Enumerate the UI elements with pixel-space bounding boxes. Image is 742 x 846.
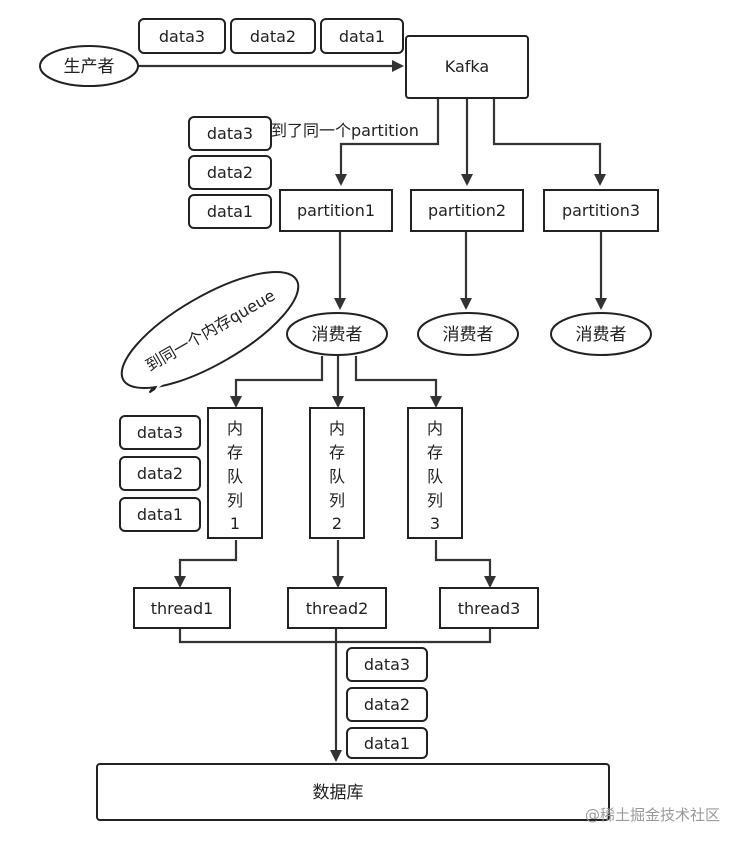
- producer-label: 生产者: [64, 57, 115, 77]
- consumer-label: 消费者: [312, 325, 363, 345]
- thread-label: thread3: [458, 599, 521, 618]
- producer-node: 生产者: [39, 45, 139, 87]
- queue-message-box: [119, 456, 201, 491]
- db-message-label: data3: [364, 655, 410, 674]
- queue-char: 列: [329, 491, 345, 510]
- partition-message-label: data2: [207, 163, 253, 182]
- queue-message-label: data2: [137, 464, 183, 483]
- kafka-node: Kafka: [405, 35, 529, 99]
- db-message-label: data2: [364, 695, 410, 714]
- queue-char: 存: [427, 443, 443, 462]
- kafka-to-partition3-arrow: [492, 98, 606, 186]
- note-bubble: 到同一个内存queue: [120, 270, 300, 393]
- thread-label: thread2: [306, 599, 369, 618]
- queue-char: 队: [427, 467, 443, 486]
- partition-message-queue: data3 data2 data1: [188, 116, 272, 229]
- queue-char: 3: [430, 514, 440, 533]
- thread-node: thread1: [133, 587, 231, 629]
- top-message-label: data2: [250, 27, 296, 46]
- partition-note: 到了同一个partition: [271, 121, 419, 140]
- database-node: 数据库: [96, 763, 610, 821]
- db-message-label: data1: [364, 734, 410, 753]
- partition-node: partition3: [543, 189, 659, 232]
- partition-label: partition3: [562, 201, 640, 220]
- top-message-box: [138, 18, 226, 54]
- partition-message-box: [188, 194, 272, 229]
- thread-node: thread2: [287, 587, 387, 629]
- db-message-box: [346, 647, 428, 682]
- connectors: [138, 60, 607, 762]
- memory-queue-node: 内 存 队 列 2: [309, 407, 365, 539]
- queue-message-stack: data3 data2 data1: [119, 415, 201, 532]
- queue-char: 队: [329, 467, 345, 486]
- watermark-text: @稀土掘金技术社区: [585, 806, 720, 824]
- consumer-node: 消费者: [417, 312, 519, 356]
- queue-message-label: data1: [137, 505, 183, 524]
- queue-char: 列: [427, 491, 443, 510]
- consumer-node: 消费者: [286, 312, 388, 356]
- partition-node: partition2: [410, 189, 524, 232]
- queue-char: 内: [227, 419, 243, 438]
- partition-message-box: [188, 116, 272, 151]
- top-message-box: [230, 18, 316, 54]
- queue-char: 存: [227, 443, 243, 462]
- partition-label: partition1: [297, 201, 375, 220]
- queue-char: 内: [427, 419, 443, 438]
- partition-node: partition1: [279, 189, 393, 232]
- queue-message-box: [119, 497, 201, 532]
- queue-char: 2: [332, 514, 342, 533]
- consumer-label: 消费者: [576, 325, 627, 345]
- memory-queue-node: 内 存 队 列 3: [407, 407, 463, 539]
- queue-char: 列: [227, 491, 243, 510]
- database-label: 数据库: [313, 783, 364, 803]
- queue-char: 队: [227, 467, 243, 486]
- top-message-box: [320, 18, 404, 54]
- top-message-label: data3: [159, 27, 205, 46]
- db-message-box: [346, 727, 428, 759]
- db-message-box: [346, 687, 428, 722]
- memory-queue-node: 内 存 队 列 1: [207, 407, 263, 539]
- consumer-label: 消费者: [443, 325, 494, 345]
- top-message-queue: data3 data2 data1: [138, 18, 404, 54]
- consumer-to-queue1-arrow: [230, 356, 324, 408]
- db-message-stack: data3 data2 data1: [346, 647, 428, 759]
- kafka-label: Kafka: [445, 57, 489, 76]
- kafka-to-partition1-arrow: [335, 98, 440, 186]
- consumer-to-queue3-arrow: [354, 356, 442, 408]
- queue1-to-thread1-arrow: [174, 540, 238, 588]
- consumer-node: 消费者: [550, 312, 652, 356]
- queue-char: 存: [329, 443, 345, 462]
- queue-char: 1: [230, 514, 240, 533]
- thread-node: thread3: [439, 587, 539, 629]
- top-message-label: data1: [339, 27, 385, 46]
- queue-char: 内: [329, 419, 345, 438]
- partition-message-label: data3: [207, 124, 253, 143]
- queue3-to-thread3-arrow: [434, 540, 496, 588]
- thread-label: thread1: [151, 599, 214, 618]
- queue-message-label: data3: [137, 423, 183, 442]
- partition-message-box: [188, 155, 272, 190]
- partition-message-label: data1: [207, 202, 253, 221]
- partition-label: partition2: [428, 201, 506, 220]
- queue-message-box: [119, 415, 201, 450]
